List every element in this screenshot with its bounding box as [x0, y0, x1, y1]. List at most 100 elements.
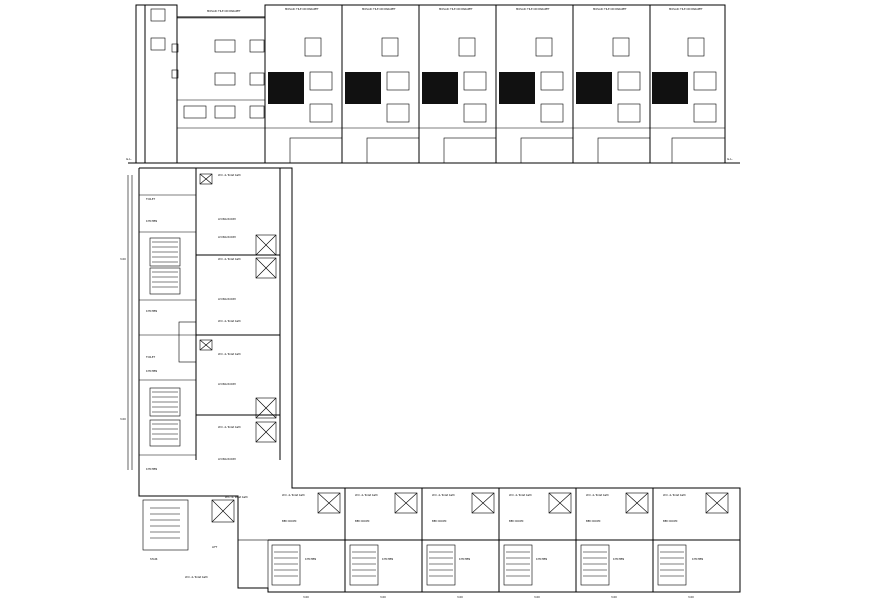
stair-block: [149, 267, 181, 295]
elevation-bay: MOSAIC TILE ON PARAPET: [341, 4, 420, 164]
plan-unit: W.C. & Toilet bath BED ROOM KITCHEN 3.00: [426, 488, 500, 599]
svg-text:MOSAIC TILE ON PARAPET: MOSAIC TILE ON PARAPET: [362, 7, 396, 11]
svg-text:W.C. & Toilet bath: W.C. & Toilet bath: [586, 493, 609, 497]
svg-text:KITCHEN: KITCHEN: [536, 557, 547, 561]
svg-text:BED ROOM: BED ROOM: [355, 519, 369, 523]
svg-text:3.00: 3.00: [380, 595, 386, 599]
svg-text:KITCHEN: KITCHEN: [692, 557, 703, 561]
svg-text:BED ROOM: BED ROOM: [282, 519, 296, 523]
left-wing-window: [249, 39, 265, 53]
plan-outline: [138, 167, 741, 593]
svg-text:BED ROOM: BED ROOM: [509, 519, 523, 523]
svg-text:BED ROOM: BED ROOM: [586, 519, 600, 523]
svg-text:LIVING ROOM: LIVING ROOM: [218, 235, 236, 239]
lift-box: [199, 173, 213, 185]
left-wing-window: [183, 105, 207, 119]
stair-block: [149, 237, 181, 267]
svg-text:W.C. & Toilet bath: W.C. & Toilet bath: [218, 425, 241, 429]
svg-text:3.00: 3.00: [534, 595, 540, 599]
left-wing-window: [249, 105, 265, 119]
svg-text:BED ROOM: BED ROOM: [432, 519, 446, 523]
svg-text:KITCHEN: KITCHEN: [613, 557, 624, 561]
corner-lift: [211, 499, 235, 523]
svg-text:W.C. & Toilet bath: W.C. & Toilet bath: [663, 493, 686, 497]
svg-text:LIVING ROOM: LIVING ROOM: [218, 382, 236, 386]
svg-text:LIVING ROOM: LIVING ROOM: [218, 297, 236, 301]
parapet-note: MOSAIC TILE ON PARAPET: [207, 9, 241, 13]
shaft-box: [255, 421, 277, 443]
ground-level-mark-right: G.L.: [727, 157, 733, 161]
stair-block: [149, 419, 181, 447]
svg-text:KITCHEN: KITCHEN: [146, 219, 157, 223]
svg-text:3.00: 3.00: [611, 595, 617, 599]
svg-text:MOSAIC TILE ON PARAPET: MOSAIC TILE ON PARAPET: [516, 7, 550, 11]
shaft-box: [255, 257, 277, 279]
svg-text:KITCHEN: KITCHEN: [382, 557, 393, 561]
elevation-bay: MOSAIC TILE ON PARAPET: [649, 4, 726, 164]
plan-unit: W.C. & Toilet bath BED ROOM KITCHEN 3.00: [657, 492, 729, 599]
left-service-strip: TOILET KITCHEN KITCHEN TOILET KITCHEN KI…: [139, 194, 197, 471]
svg-text:3.00: 3.00: [457, 595, 463, 599]
ground-level-mark-left: G.L.: [126, 157, 132, 161]
corner-room: [237, 539, 269, 589]
svg-text:W.C. & Toilet bath: W.C. & Toilet bath: [225, 495, 248, 499]
svg-text:KITCHEN: KITCHEN: [146, 309, 157, 313]
svg-text:W.C. & Toilet bath: W.C. & Toilet bath: [218, 257, 241, 261]
svg-text:LIVING ROOM: LIVING ROOM: [218, 457, 236, 461]
tower-window: [150, 8, 166, 22]
horizontal-wing-units: W.C. & Toilet bath BED ROOM KITCHEN 3.00…: [268, 488, 740, 599]
tower-window: [150, 37, 166, 51]
elevation-bay: MOSAIC TILE ON PARAPET: [418, 4, 497, 164]
svg-text:W.C. & Toilet bath: W.C. & Toilet bath: [432, 493, 455, 497]
plan-unit: W.C. & Toilet bath BED ROOM KITCHEN 3.00: [271, 488, 346, 599]
left-wing-window: [214, 72, 236, 86]
svg-text:LIVING ROOM: LIVING ROOM: [218, 217, 236, 221]
svg-text:KITCHEN: KITCHEN: [305, 557, 316, 561]
svg-text:W.C. & Toilet bath: W.C. & Toilet bath: [282, 493, 305, 497]
elevation-bay: MOSAIC TILE ON PARAPET: [495, 4, 574, 164]
elevation-bays: MOSAIC TILE ON PARAPET MOSAIC TILE ON PA…: [264, 4, 726, 164]
tower-small-window: [171, 69, 179, 79]
vertical-wing-units: W.C. & Toilet bath LIVING ROOM LIVING RO…: [196, 173, 280, 461]
svg-text:KITCHEN: KITCHEN: [146, 369, 157, 373]
left-wing-block: [176, 16, 266, 164]
elevation-bay: MOSAIC TILE ON PARAPET: [572, 4, 651, 164]
svg-text:LIFT: LIFT: [212, 545, 218, 549]
duct: [178, 321, 197, 363]
svg-text:W.C. & Toilet bath: W.C. & Toilet bath: [218, 352, 241, 356]
svg-text:3.00: 3.00: [120, 257, 126, 261]
stair-block: [149, 387, 181, 417]
svg-text:STAIR: STAIR: [150, 557, 158, 561]
svg-text:BED ROOM: BED ROOM: [663, 519, 677, 523]
svg-text:W.C. & Toilet bath: W.C. & Toilet bath: [185, 575, 208, 579]
plan-unit: W.C. & Toilet bath BED ROOM KITCHEN 3.00: [503, 488, 577, 599]
floor-plan: 3.00 3.00 W.C. & Toilet bath LIVING ROOM…: [120, 167, 741, 599]
svg-text:3.00: 3.00: [303, 595, 309, 599]
svg-text:MOSAIC TILE ON PARAPET: MOSAIC TILE ON PARAPET: [669, 7, 703, 11]
left-wing-window: [249, 72, 265, 86]
plan-unit: W.C. & Toilet bath BED ROOM KITCHEN 3.00: [349, 488, 423, 599]
lift-box: [199, 339, 213, 351]
left-wing-window: [214, 39, 236, 53]
corner-stair: [142, 499, 189, 551]
svg-text:W.C. & Toilet bath: W.C. & Toilet bath: [355, 493, 378, 497]
svg-text:MOSAIC TILE ON PARAPET: MOSAIC TILE ON PARAPET: [439, 7, 473, 11]
stair-tower-edge: [135, 4, 146, 164]
building-elevation: G.L. G.L. MOSAIC TILE ON PARAPET: [126, 4, 740, 164]
svg-text:3.00: 3.00: [688, 595, 694, 599]
plan-unit: W.C. & Toilet bath BED ROOM KITCHEN 3.00: [580, 488, 654, 599]
svg-text:MOSAIC TILE ON PARAPET: MOSAIC TILE ON PARAPET: [593, 7, 627, 11]
svg-text:3.00: 3.00: [120, 417, 126, 421]
tower-small-window: [171, 43, 179, 53]
svg-text:KITCHEN: KITCHEN: [459, 557, 470, 561]
stair-tower: [144, 4, 178, 164]
svg-text:W.C. & Toilet bath: W.C. & Toilet bath: [509, 493, 532, 497]
elevation-bay: MOSAIC TILE ON PARAPET: [264, 4, 343, 164]
svg-text:W.C. & Toilet bath: W.C. & Toilet bath: [218, 173, 241, 177]
svg-text:MOSAIC TILE ON PARAPET: MOSAIC TILE ON PARAPET: [285, 7, 319, 11]
svg-text:TOILET: TOILET: [146, 355, 155, 359]
svg-text:W.C. & Toilet bath: W.C. & Toilet bath: [218, 319, 241, 323]
shaft-box: [255, 234, 277, 256]
left-wing-window: [214, 105, 236, 119]
